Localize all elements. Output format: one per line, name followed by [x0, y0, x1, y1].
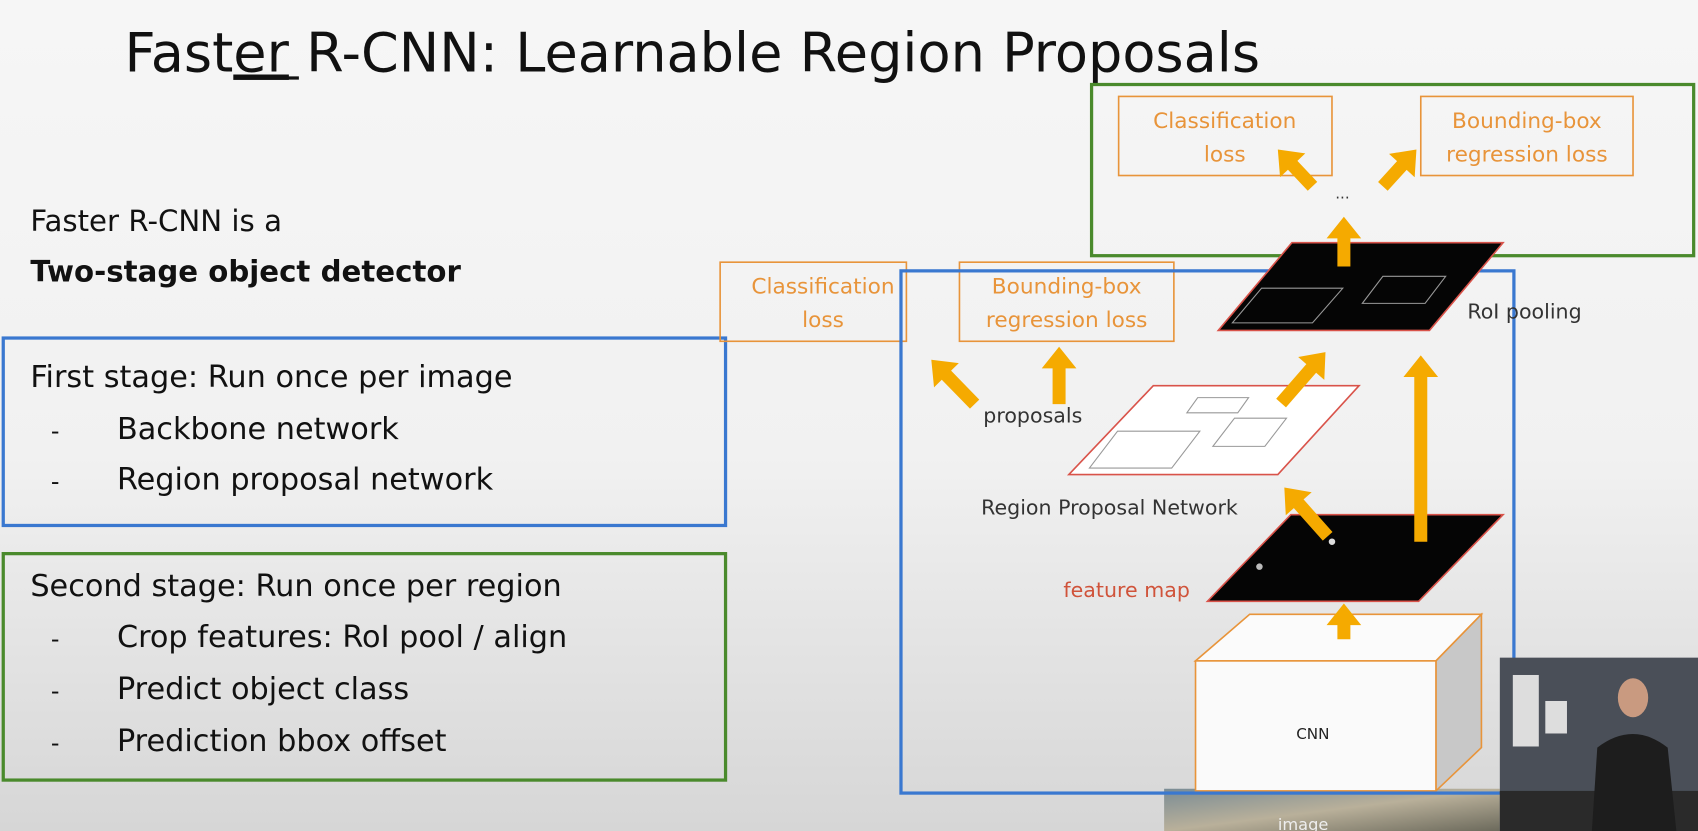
arrow-icon — [1378, 149, 1417, 191]
wall-poster — [1545, 700, 1567, 734]
arrow-icon — [1326, 216, 1362, 267]
rpn-bbox-loss-box — [958, 261, 1175, 343]
first-stage-diagram-box — [899, 269, 1516, 795]
arrow-icon — [1403, 355, 1439, 542]
roi-pooling-label: RoI pooling — [1467, 300, 1581, 324]
arrow-icon — [1276, 352, 1326, 408]
arrow-icon — [1041, 346, 1077, 405]
arrow-icon — [1284, 487, 1333, 541]
second-stage-box — [1, 552, 728, 782]
rpn-classification-loss-label: loss — [802, 308, 844, 333]
roi-region — [1231, 287, 1344, 324]
feature-map-label: feature map — [1063, 578, 1190, 602]
first-stage-item: Region proposal network — [117, 463, 494, 498]
rpn-bbox-loss-label: Bounding-box — [992, 275, 1142, 300]
classification-loss-box — [1117, 95, 1333, 177]
arrow-icon — [931, 359, 980, 409]
bullet: - — [51, 677, 60, 705]
proposals-plane — [1066, 384, 1361, 476]
bullet: - — [51, 625, 60, 653]
bbox-loss-label: regression loss — [1446, 142, 1607, 167]
cnn-label: CNN — [1296, 725, 1329, 743]
proposal-box — [1185, 397, 1250, 414]
rpn-bbox-loss-label: regression loss — [986, 308, 1147, 333]
input-image — [1164, 788, 1500, 831]
bullet: - — [51, 729, 60, 757]
second-stage-heading: Second stage: Run once per region — [30, 569, 561, 604]
rpn-classification-loss-label: Classification — [751, 275, 894, 300]
webcam-overlay — [1499, 657, 1698, 831]
rpn-label: Region Proposal Network — [981, 496, 1238, 520]
roi-region — [1361, 275, 1447, 304]
second-stage-item: Prediction bbox offset — [117, 724, 447, 759]
bbox-loss-box — [1419, 95, 1634, 177]
intro-text: Faster R-CNN is a — [30, 204, 282, 238]
intro-bold: Two-stage object detector — [30, 255, 461, 289]
proposal-box — [1211, 417, 1288, 447]
arrow-icon — [1326, 603, 1362, 640]
feature-activation — [1256, 563, 1263, 570]
second-stage-item: Predict object class — [117, 672, 409, 707]
proposals-label: proposals — [983, 404, 1082, 428]
arrow-icon — [1277, 149, 1318, 191]
second-stage-item: Crop features: RoI pool / align — [117, 620, 567, 655]
rpn-classification-loss-box — [719, 261, 908, 343]
presenter-head — [1617, 678, 1649, 718]
ellipsis: ... — [1335, 184, 1349, 202]
roi-pooling-map — [1216, 241, 1505, 332]
image-label: image — [1278, 815, 1329, 831]
classification-loss-label: Classification — [1153, 109, 1296, 134]
first-stage-heading: First stage: Run once per image — [30, 360, 512, 395]
presenter-body — [1591, 734, 1677, 831]
classification-loss-label: loss — [1204, 142, 1246, 167]
flow-arrows — [931, 149, 1439, 640]
slide-title: Faster R-CNN: Learnable Region Proposals — [125, 21, 1261, 84]
cnn-box — [1194, 660, 1437, 792]
first-stage-box — [1, 336, 728, 528]
bullet: - — [51, 417, 60, 445]
feature-activation — [1328, 538, 1336, 545]
wall-poster — [1512, 674, 1539, 747]
bullet: - — [51, 468, 60, 496]
bbox-loss-label: Bounding-box — [1452, 109, 1602, 134]
first-stage-item: Backbone network — [117, 412, 399, 447]
faster-rcnn-diagram: image CNN Classification loss Bounding-b… — [719, 82, 1696, 831]
proposal-box — [1088, 430, 1201, 469]
feature-map — [1205, 513, 1506, 603]
